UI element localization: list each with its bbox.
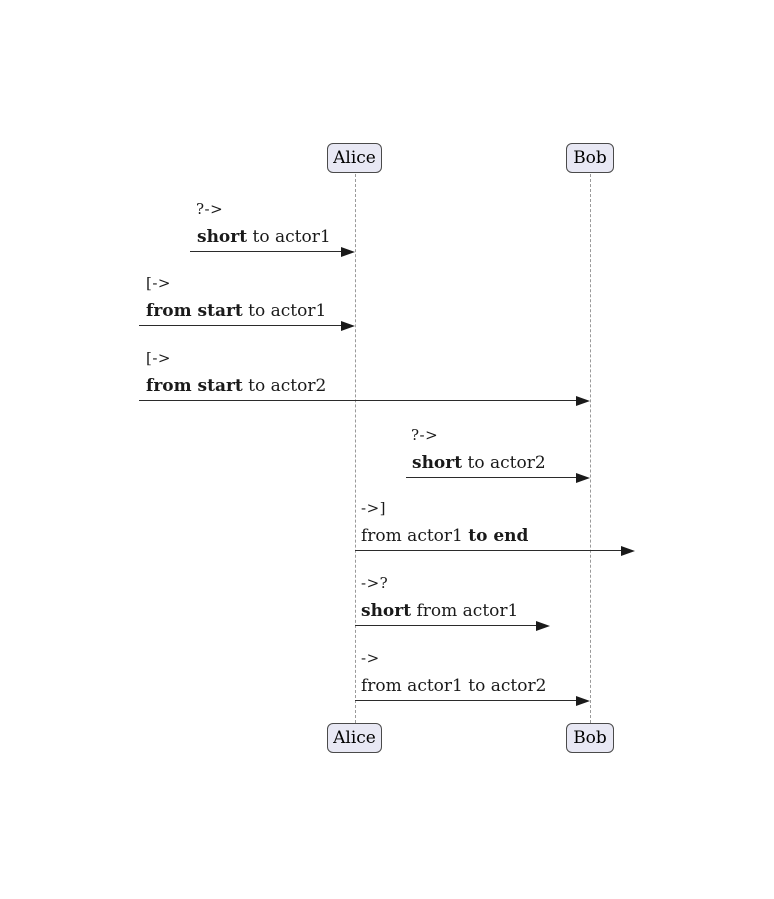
arrowhead-icon bbox=[536, 621, 550, 631]
message-arrow-line bbox=[355, 700, 576, 701]
message-symbol: [-> bbox=[146, 349, 171, 367]
actor-box-alice-top: Alice bbox=[327, 143, 382, 173]
actor-box-bob-top: Bob bbox=[566, 143, 614, 173]
actor-label-bob: Bob bbox=[573, 728, 607, 748]
message-symbol: ->? bbox=[361, 574, 389, 592]
message-label: short from actor1 bbox=[361, 601, 519, 621]
message-label: short to actor1 bbox=[197, 227, 331, 247]
message-label: from start to actor1 bbox=[146, 301, 327, 321]
arrowhead-icon bbox=[576, 473, 590, 483]
arrowhead-icon bbox=[576, 696, 590, 706]
message-symbol: ->] bbox=[361, 499, 386, 517]
message-arrow-line bbox=[406, 477, 577, 478]
message-arrow-line bbox=[139, 325, 342, 326]
actor-box-bob-bottom: Bob bbox=[566, 723, 614, 753]
lifeline-alice bbox=[354, 174, 356, 723]
message-symbol: ?-> bbox=[411, 426, 439, 444]
message-arrow-line bbox=[355, 625, 536, 626]
message-arrow-line bbox=[139, 400, 577, 401]
arrowhead-icon bbox=[576, 396, 590, 406]
actor-label-bob: Bob bbox=[573, 148, 607, 168]
message-label: from start to actor2 bbox=[146, 376, 327, 396]
lifeline-bob bbox=[589, 174, 591, 723]
message-label: from actor1 to end bbox=[361, 526, 529, 546]
message-symbol: ?-> bbox=[196, 200, 224, 218]
arrowhead-icon bbox=[621, 546, 635, 556]
message-label: from actor1 to actor2 bbox=[361, 676, 547, 696]
message-arrow-line bbox=[190, 251, 342, 252]
message-symbol: -> bbox=[361, 649, 380, 667]
message-arrow-line bbox=[355, 550, 621, 551]
message-label: short to actor2 bbox=[412, 453, 546, 473]
actor-label-alice: Alice bbox=[333, 148, 376, 168]
actor-label-alice: Alice bbox=[333, 728, 376, 748]
arrowhead-icon bbox=[341, 321, 355, 331]
message-symbol: [-> bbox=[146, 274, 171, 292]
arrowhead-icon bbox=[341, 247, 355, 257]
actor-box-alice-bottom: Alice bbox=[327, 723, 382, 753]
